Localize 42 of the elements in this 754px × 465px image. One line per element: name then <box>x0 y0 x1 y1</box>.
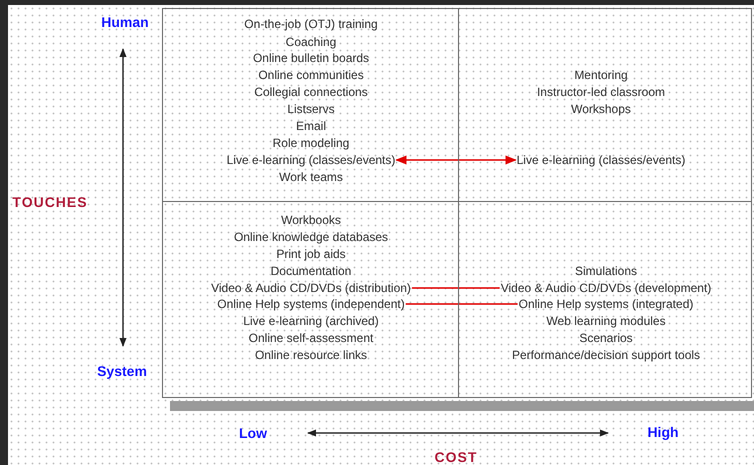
item-text: Online Help systems (integrated) <box>518 297 694 311</box>
item-text: Coaching <box>286 35 336 49</box>
item-text: Online bulletin boards <box>252 51 370 65</box>
item-text: On-the-job (OTJ) training <box>244 17 378 31</box>
item-text: Email <box>296 119 326 133</box>
item-text: Live e-learning (classes/events) <box>516 153 686 167</box>
item-text: Online resource links <box>254 348 368 362</box>
axis-label: System <box>97 363 147 379</box>
item-text: Online communities <box>258 68 364 82</box>
item-text: Performance/decision support tools <box>512 348 700 362</box>
axis-label: Low <box>239 425 267 441</box>
axis-label: Human <box>101 14 149 30</box>
item-text: Scenarios <box>579 331 633 345</box>
quadrant-box <box>458 8 752 202</box>
item-text: Live e-learning (archived) <box>243 314 379 328</box>
axis-title: COST <box>434 449 478 465</box>
axis-label: High <box>647 424 679 440</box>
quadrant-box <box>162 8 459 202</box>
item-text: Work teams <box>279 170 343 184</box>
quadrant-box <box>458 201 752 398</box>
item-text: Online Help systems (independent) <box>217 297 405 311</box>
item-text: Listservs <box>287 102 335 116</box>
item-text: Documentation <box>270 264 352 278</box>
item-text: Print job aids <box>276 247 346 261</box>
item-text: Mentoring <box>574 68 628 82</box>
item-text: Workshops <box>571 102 631 116</box>
connector-line <box>412 287 500 289</box>
item-text: Simulations <box>574 264 638 278</box>
item-text: Video & Audio CD/DVDs (development) <box>500 281 712 295</box>
item-text: Online knowledge databases <box>234 230 388 244</box>
item-text: Online self-assessment <box>248 331 374 345</box>
item-text: Instructor-led classroom <box>536 85 666 99</box>
axis-title: TOUCHES <box>12 194 88 210</box>
item-text: Workbooks <box>281 213 341 227</box>
item-text: Live e-learning (classes/events) <box>226 153 396 167</box>
item-text: Web learning modules <box>546 314 666 328</box>
connector-line <box>406 303 518 305</box>
item-text: Role modeling <box>272 136 350 150</box>
arrow <box>395 156 517 164</box>
item-text: Collegial connections <box>254 85 368 99</box>
quadrant-box <box>162 201 459 398</box>
item-text: Video & Audio CD/DVDs (distribution) <box>211 281 411 295</box>
